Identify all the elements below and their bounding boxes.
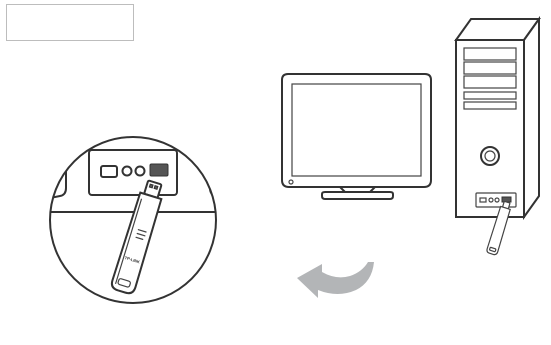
usb-port [150,164,168,176]
tower-side [524,19,539,217]
drive-bay-5 [464,102,516,109]
tower-io-port [480,198,486,202]
tower-audio-jack-1 [489,198,493,202]
usb-contact-2 [154,186,158,190]
audio-jack-1 [123,167,132,176]
io-port-left [101,166,117,177]
tower-usb-port [502,197,511,202]
monitor-base [322,192,393,199]
curved-arrow-icon [297,262,374,298]
drive-bay-2 [464,62,516,74]
tower-audio-jack-2 [495,198,499,202]
audio-jack-2 [136,167,145,176]
power-button-inner [485,151,495,161]
drive-bay-3 [464,76,516,88]
drive-bay-4 [464,92,516,99]
magnified-detail: TP-LINK [40,137,230,303]
monitor-screen [292,84,421,176]
monitor [282,74,431,199]
monitor-power-icon [289,180,293,184]
usb-contact-1 [149,184,153,188]
drive-bay-1 [464,48,516,60]
computer-tower [456,19,539,255]
